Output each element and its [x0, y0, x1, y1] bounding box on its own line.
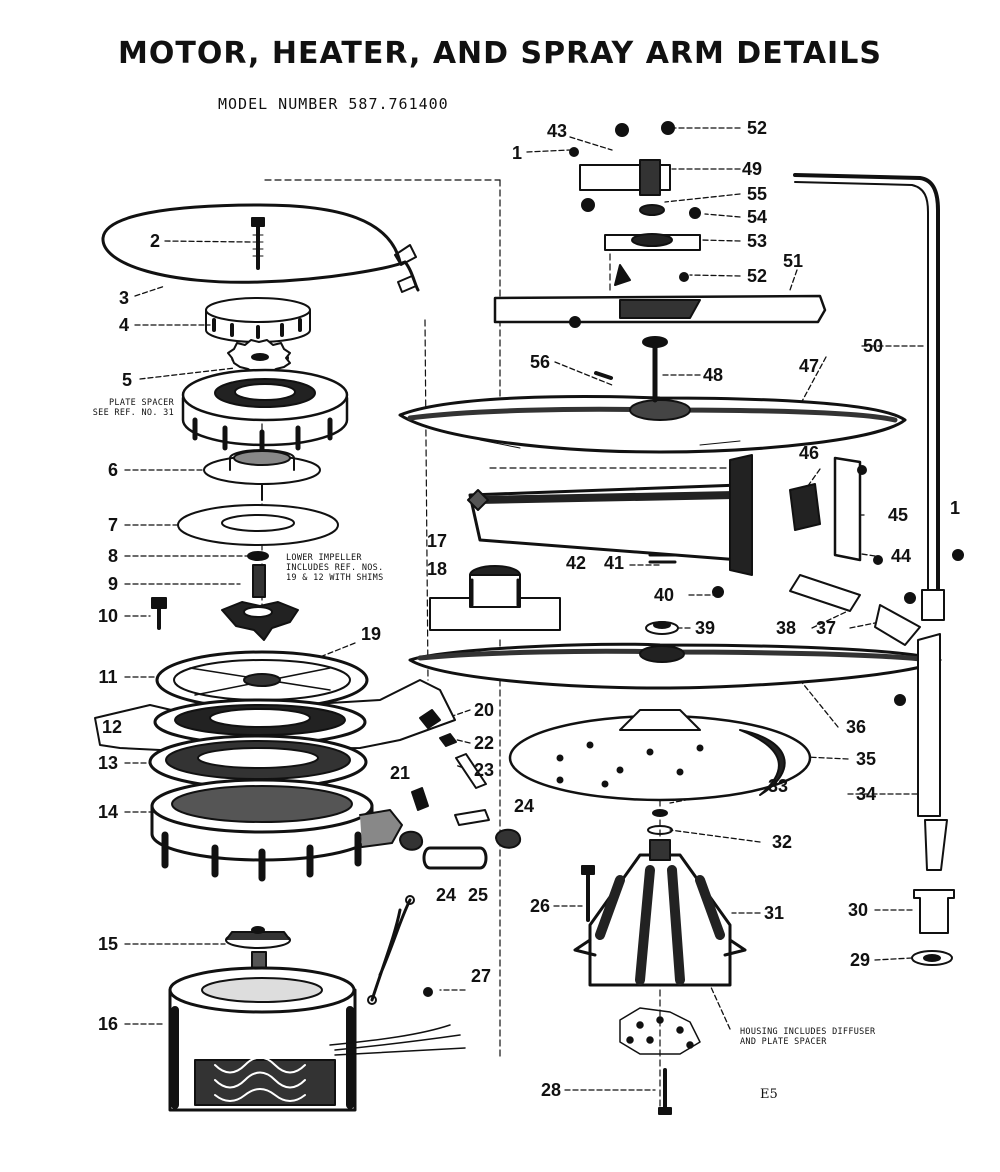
- plate-spacer: [181, 368, 349, 455]
- note-plate-spacer: PLATE SPACER SEE REF. NO. 31: [92, 398, 174, 418]
- callout-16: 16: [97, 1014, 119, 1034]
- parts-49-55: [569, 121, 701, 286]
- part-11-ring: [155, 650, 369, 710]
- callout-48: 48: [702, 365, 724, 385]
- callout-49: 49: [741, 159, 763, 179]
- callout-41: 41: [603, 553, 625, 573]
- part-16-motor: [168, 895, 466, 1112]
- part-6: [203, 449, 321, 501]
- parts-29-30: [911, 889, 955, 966]
- callout-11: 11: [98, 667, 118, 687]
- callout-17: 17: [426, 531, 448, 551]
- callout-1: 1: [949, 498, 961, 518]
- small-parts-20-25: [399, 709, 522, 997]
- part-47-upper-arm: [398, 395, 907, 454]
- parts-39-32-33: [645, 621, 679, 835]
- page-code: E5: [760, 1087, 778, 1102]
- part-36-lower-arm: [408, 642, 942, 690]
- part-4-plate: [205, 297, 311, 343]
- callout-13: 13: [97, 753, 119, 773]
- part-15: [225, 926, 291, 949]
- callout-56: 56: [529, 352, 551, 372]
- callout-3: 3: [118, 288, 130, 308]
- callout-9: 9: [107, 574, 119, 594]
- callout-20: 20: [473, 700, 495, 720]
- bolt-2: [251, 217, 265, 270]
- callout-36: 36: [845, 717, 867, 737]
- callout-38: 38: [775, 618, 797, 638]
- part-37-38: [789, 549, 964, 706]
- callout-34: 34: [855, 784, 877, 804]
- callout-55: 55: [746, 184, 768, 204]
- callout-28: 28: [540, 1080, 562, 1100]
- callout-37: 37: [815, 618, 837, 638]
- callout-24: 24: [513, 796, 535, 816]
- callout-25: 25: [467, 885, 489, 905]
- callout-29: 29: [849, 950, 871, 970]
- callout-39: 39: [694, 618, 716, 638]
- callout-47: 47: [798, 356, 820, 376]
- callout-4: 4: [118, 315, 130, 335]
- note-housing: HOUSING INCLUDES DIFFUSER AND PLATE SPAC…: [740, 1027, 876, 1047]
- page-title: MOTOR, HEATER, AND SPRAY ARM DETAILS: [118, 36, 882, 71]
- callout-19: 19: [360, 624, 382, 644]
- part-51-bar: [493, 294, 827, 328]
- part-9-impeller: [221, 564, 299, 641]
- callout-46: 46: [798, 443, 820, 463]
- callout-22: 22: [473, 733, 495, 753]
- part-31-housing: [573, 839, 747, 987]
- parts-48-56: [594, 336, 668, 403]
- callout-52: 52: [746, 266, 768, 286]
- callout-43: 43: [546, 121, 568, 141]
- callout-7: 7: [107, 515, 119, 535]
- part-13: [148, 734, 368, 790]
- callout-52: 52: [746, 118, 768, 138]
- callout-12: 12: [101, 717, 123, 737]
- callout-51: 51: [782, 251, 804, 271]
- part-14-base: [150, 778, 403, 882]
- part-12-cover: [94, 679, 456, 751]
- callout-6: 6: [107, 460, 119, 480]
- callout-5: 5: [121, 370, 133, 390]
- callout-26: 26: [529, 896, 551, 916]
- callout-33: 33: [767, 776, 789, 796]
- part-7-gasket: [177, 504, 339, 546]
- callout-44: 44: [890, 546, 912, 566]
- part-5-gear: [227, 339, 291, 374]
- part-35-plate: [508, 709, 812, 802]
- callout-42: 42: [565, 553, 587, 573]
- note-lower-impeller: LOWER IMPELLER INCLUDES REF. NOS. 19 & 1…: [286, 553, 384, 583]
- callout-53: 53: [746, 231, 768, 251]
- part-42-arm: [467, 454, 753, 576]
- model-number: MODEL NUMBER 587.761400: [218, 95, 449, 113]
- diffuser-parts: [619, 1007, 701, 1055]
- callout-30: 30: [847, 900, 869, 920]
- callout-15: 15: [97, 934, 119, 954]
- screws-26-28: [581, 865, 672, 1115]
- callout-10: 10: [97, 606, 119, 626]
- callout-1: 1: [511, 143, 523, 163]
- callout-27: 27: [470, 966, 492, 986]
- part-8-washer: [247, 551, 269, 561]
- callout-54: 54: [746, 207, 768, 227]
- callout-32: 32: [771, 832, 793, 852]
- callout-50: 50: [862, 336, 884, 356]
- callout-14: 14: [97, 802, 119, 822]
- callout-24: 24: [435, 885, 457, 905]
- callout-2: 2: [149, 231, 161, 251]
- part-17-18: [429, 565, 561, 631]
- part-10-screw: [151, 597, 167, 630]
- callout-40: 40: [653, 585, 675, 605]
- part-50-34-tube: [793, 173, 948, 871]
- callout-45: 45: [887, 505, 909, 525]
- callout-8: 8: [107, 546, 119, 566]
- callout-21: 21: [389, 763, 411, 783]
- callout-23: 23: [473, 760, 495, 780]
- callout-18: 18: [426, 559, 448, 579]
- callout-35: 35: [855, 749, 877, 769]
- callout-31: 31: [763, 903, 785, 923]
- parts-45-46: [648, 456, 883, 598]
